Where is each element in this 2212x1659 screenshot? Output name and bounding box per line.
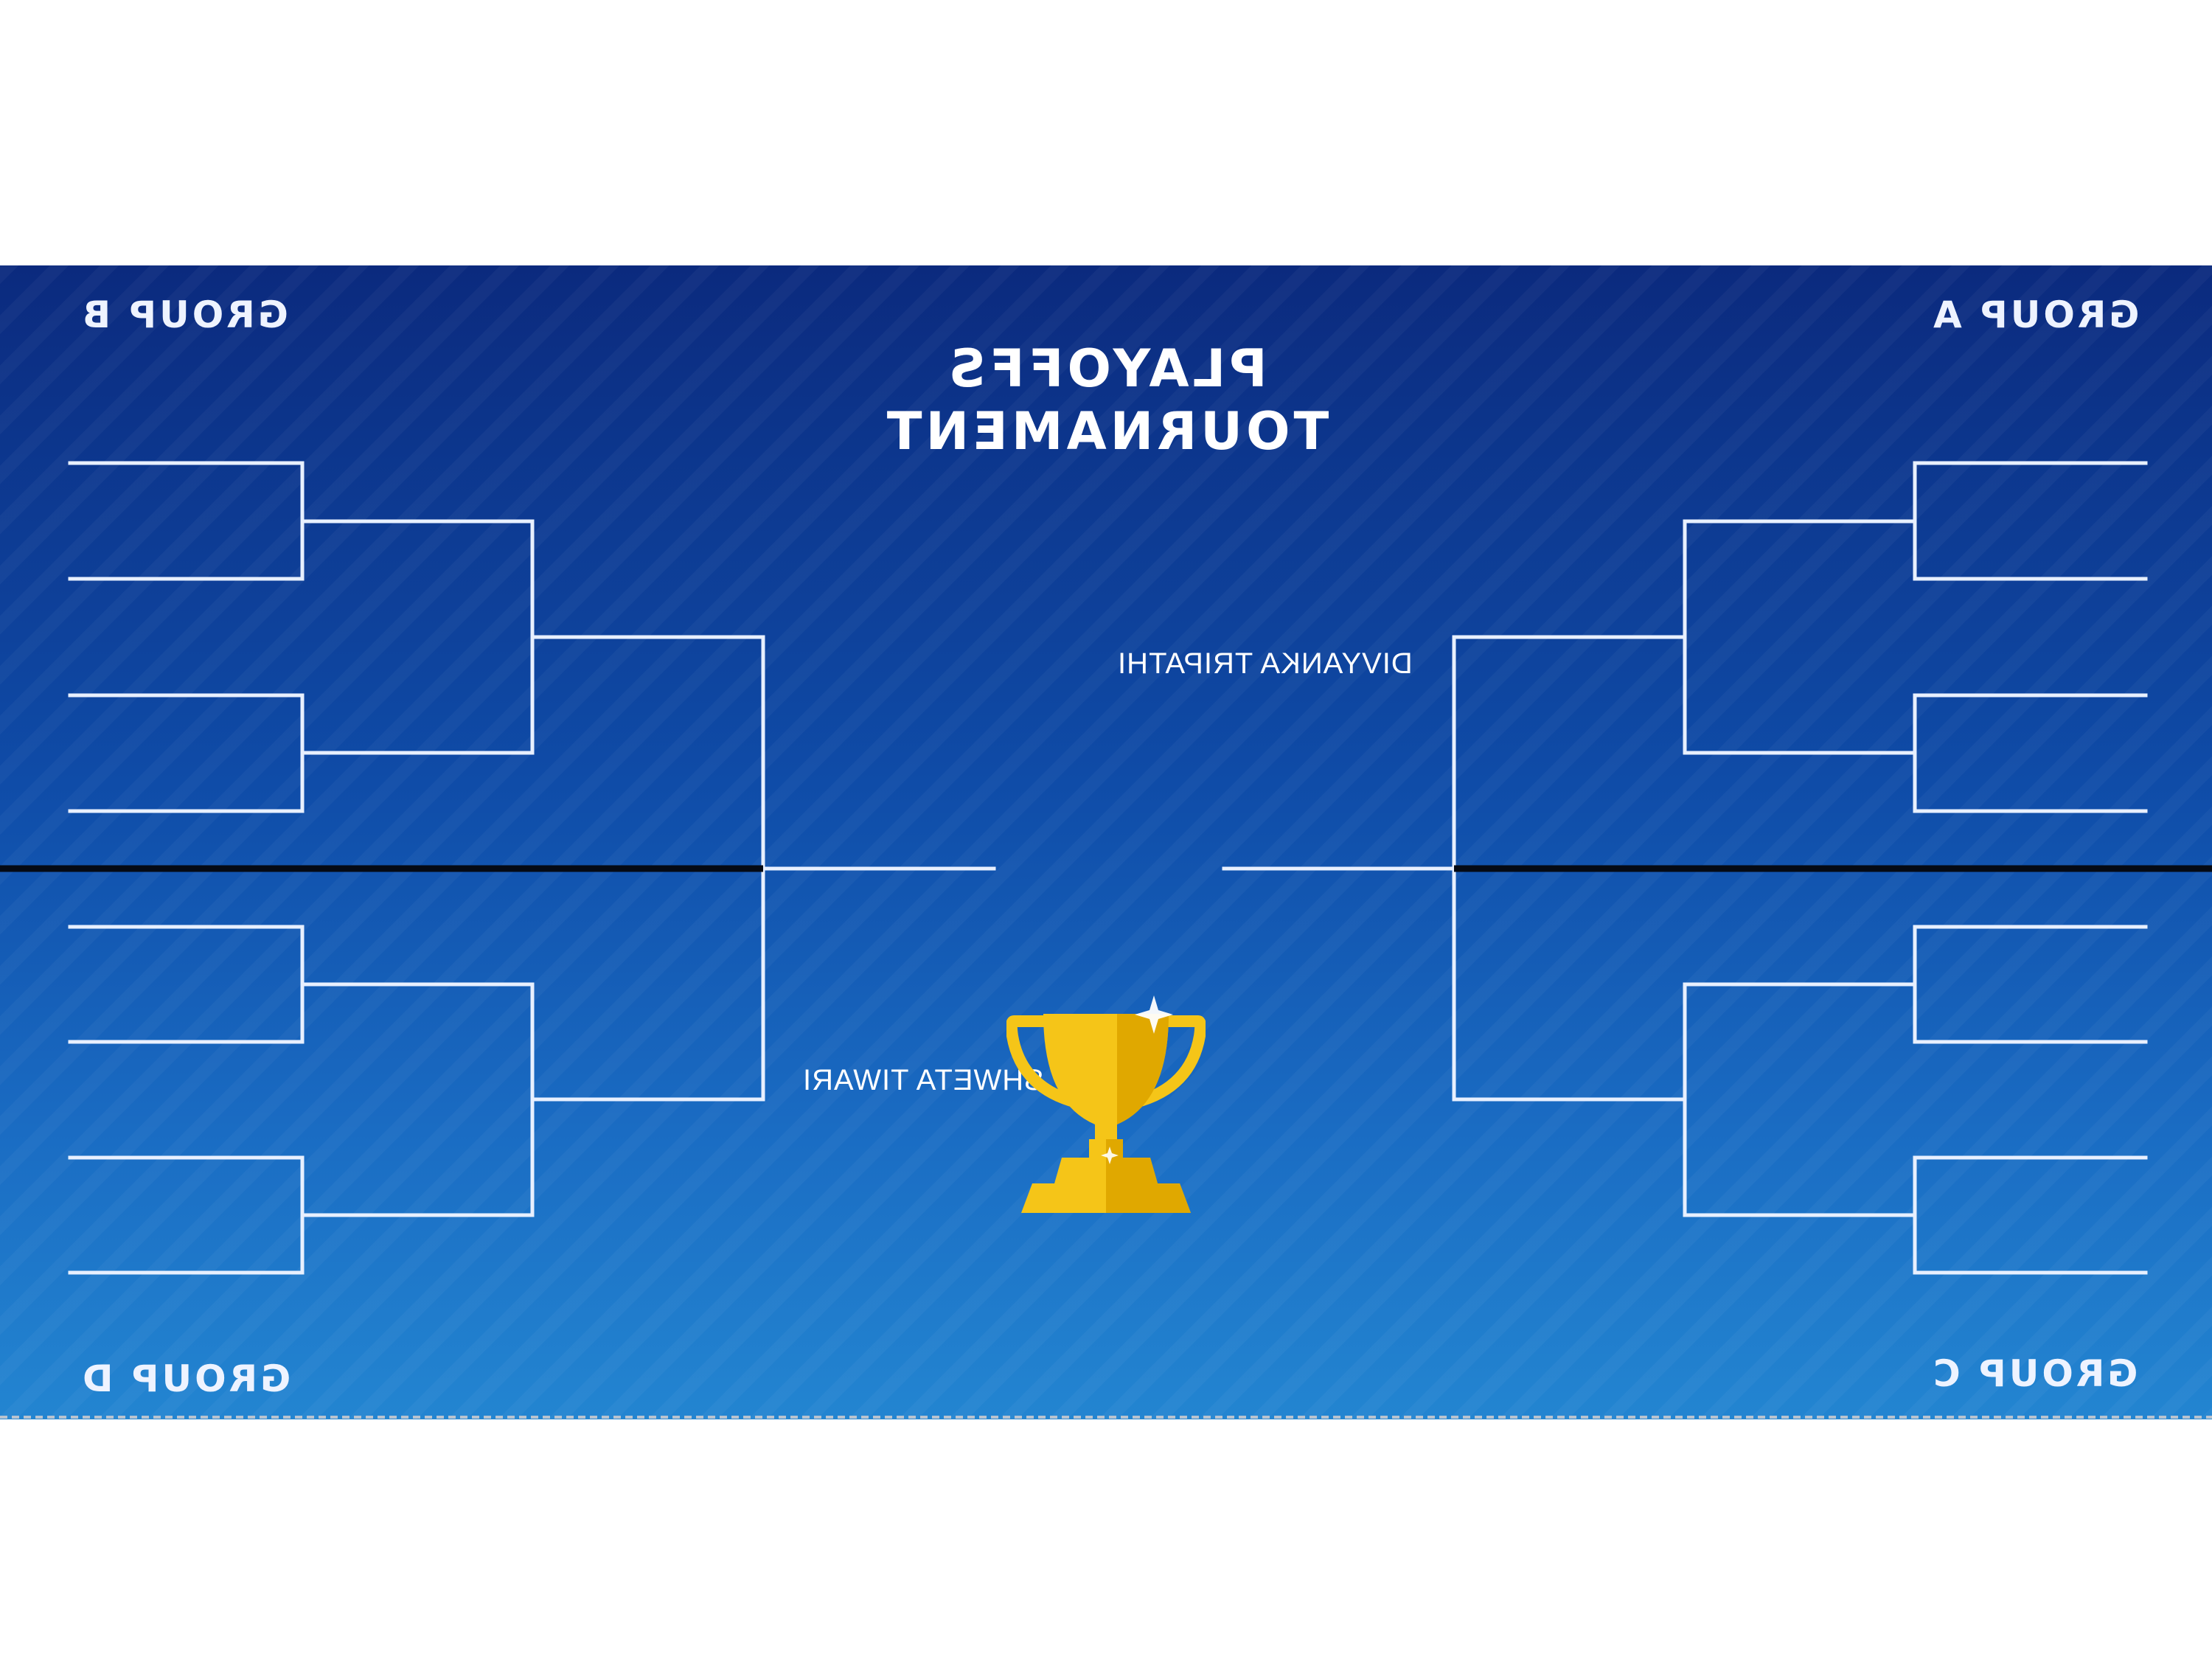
background-stripes — [0, 265, 2212, 1419]
group-b-label: GROUP B — [80, 293, 288, 336]
right-r1-match-4 — [1913, 1155, 2148, 1275]
title-line-2: TOURNAMENT — [883, 401, 1329, 462]
bracket-board: GROUP B GROUP A GROUP D GROUP C PLAYOFFS… — [0, 265, 2212, 1419]
trophy-icon — [1006, 995, 1206, 1213]
right-r1-match-3 — [1913, 925, 2148, 1044]
player-top-finalist: DIVYANKA TRIPATHI — [1117, 647, 1413, 680]
right-r2-match-1 — [1683, 519, 1917, 755]
right-r1-match-2 — [1913, 693, 2148, 813]
left-r1-match-1 — [68, 461, 305, 581]
left-r2-match-1 — [300, 519, 535, 755]
left-r1-match-2 — [68, 693, 305, 813]
bracket-left — [68, 461, 996, 1275]
group-a-label: GROUP A — [1930, 293, 2140, 336]
left-r1-match-3 — [68, 925, 305, 1044]
title-line-1: PLAYOFFS — [945, 338, 1267, 399]
group-d-label: GROUP D — [80, 1357, 291, 1400]
group-c-label: GROUP C — [1930, 1352, 2138, 1395]
bracket-lines — [0, 461, 2212, 1275]
left-r2-match-2 — [300, 982, 535, 1217]
left-r1-match-4 — [68, 1155, 305, 1275]
board-bottom-edge — [0, 1416, 2212, 1419]
right-r2-match-2 — [1683, 982, 1917, 1217]
right-r1-match-1 — [1913, 461, 2148, 581]
